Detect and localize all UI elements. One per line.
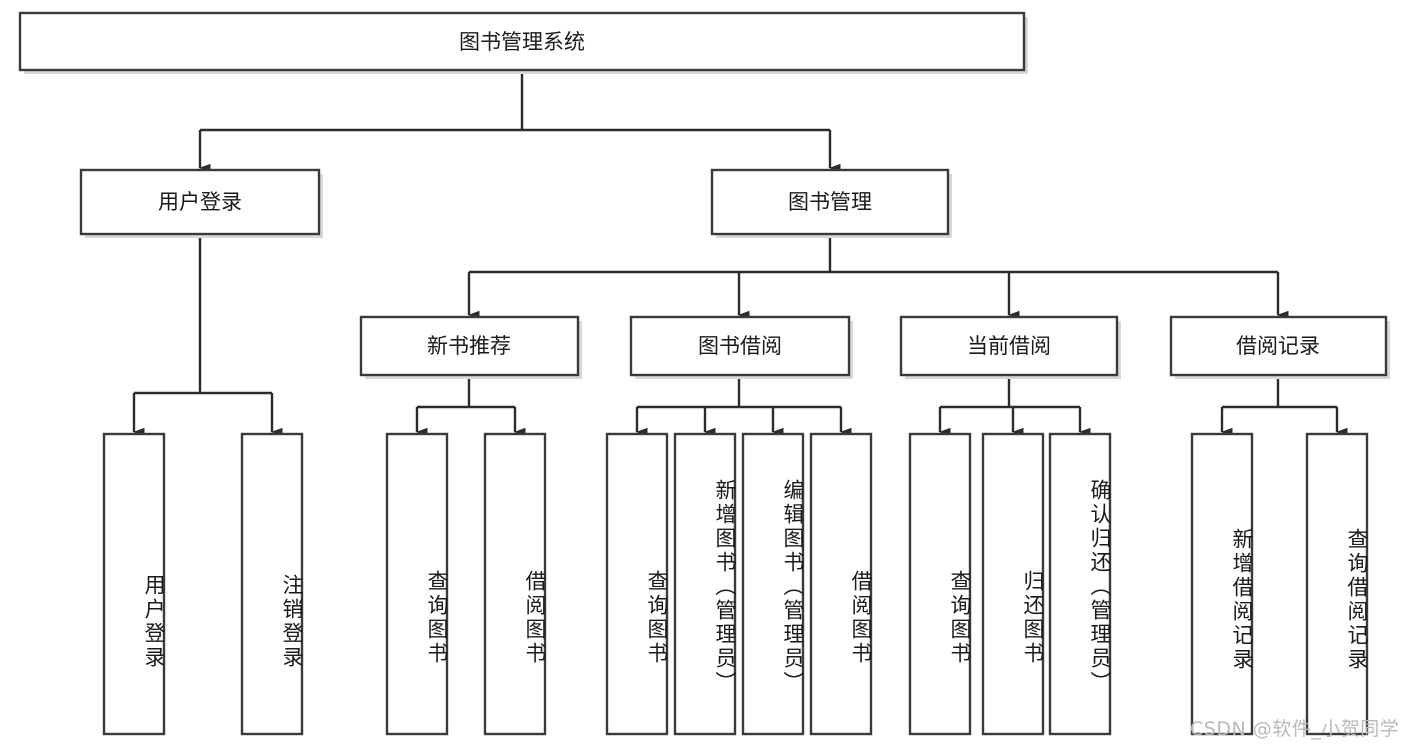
node-user-login-box[interactable] — [79, 168, 321, 236]
node-borrow-record[interactable]: 借阅记录 — [1169, 315, 1390, 379]
node-root[interactable]: 图书管理系统 — [18, 11, 1028, 74]
node-book-borrow[interactable]: 图书借阅 — [629, 315, 853, 379]
node-new-book-recommend-box[interactable] — [359, 315, 580, 377]
node-borrow-record-box[interactable] — [1169, 315, 1388, 377]
node-current-borrow-box[interactable] — [899, 315, 1119, 377]
node-book-borrow-box[interactable] — [629, 315, 851, 377]
leaf-user-login-box[interactable] — [102, 432, 166, 736]
leaf-edit-book-box[interactable] — [741, 432, 805, 736]
leaf-user-logout-box[interactable] — [240, 432, 304, 736]
node-book-borrow-label: 图书借阅 — [698, 334, 782, 358]
leaf-return-book-box[interactable] — [981, 432, 1045, 736]
connectors-layer — [132, 70, 1348, 437]
node-user-login-label: 用户登录 — [158, 190, 242, 214]
node-root-box[interactable] — [18, 11, 1026, 72]
leaf-borrow-book-1-box[interactable] — [483, 432, 547, 736]
node-new-book-recommend-label: 新书推荐 — [427, 334, 511, 358]
node-current-borrow-label: 当前借阅 — [967, 334, 1051, 358]
node-borrow-record-label: 借阅记录 — [1236, 334, 1320, 358]
leaf-add-record-box[interactable] — [1190, 432, 1254, 736]
leaf-add-book-box[interactable] — [673, 432, 737, 736]
leaf-confirm-return-box[interactable] — [1048, 432, 1112, 736]
csdn-watermark: CSDN @软件_小贺同学 — [1190, 718, 1400, 740]
leaf-query-book-1-box[interactable] — [385, 432, 449, 736]
node-book-manage[interactable]: 图书管理 — [710, 168, 952, 238]
node-current-borrow[interactable]: 当前借阅 — [899, 315, 1121, 379]
leaf-query-record-box[interactable] — [1305, 432, 1369, 736]
node-book-manage-label: 图书管理 — [788, 190, 872, 214]
leaf-borrow-book-2-box[interactable] — [809, 432, 873, 736]
leaf-boxes-layer — [102, 432, 1369, 736]
node-root-label: 图书管理系统 — [459, 30, 585, 54]
node-book-manage-box[interactable] — [710, 168, 950, 236]
leaf-query-book-3-box[interactable] — [908, 432, 972, 736]
node-user-login[interactable]: 用户登录 — [79, 168, 323, 238]
node-new-book-recommend[interactable]: 新书推荐 — [359, 315, 582, 379]
leaf-query-book-2-box[interactable] — [605, 432, 669, 736]
